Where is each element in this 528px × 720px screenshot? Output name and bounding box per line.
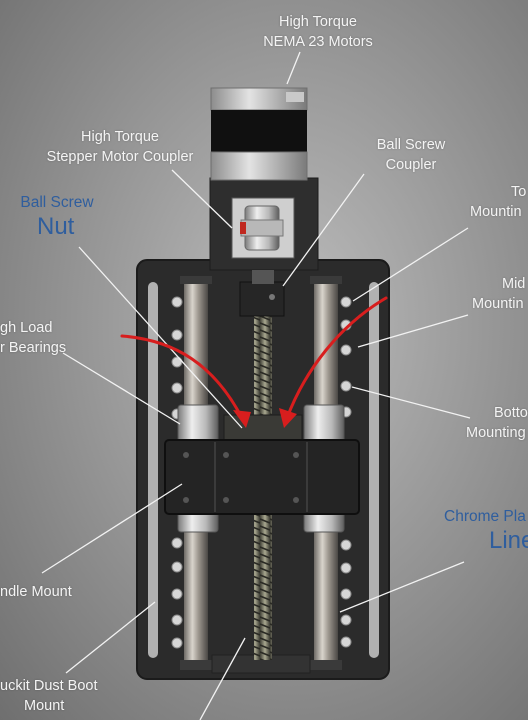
label-motors-line2: NEMA 23 Motors xyxy=(263,34,373,50)
label-ball-screw-coupler-line2: Coupler xyxy=(385,157,437,173)
label-dust-boot-line1: uckit Dust Boot xyxy=(0,678,98,694)
label-mid-mounting-line1: Mid xyxy=(502,276,526,292)
label-ball-screw-coupler: Ball Screw Coupler xyxy=(366,135,456,175)
label-dust-boot: uckit Dust Boot Mount xyxy=(0,676,110,716)
stepper-motor xyxy=(210,87,308,181)
label-bottom-mounting-line2: Mounting xyxy=(466,425,526,441)
label-motor-coupler-line2: Stepper Motor Coupler xyxy=(46,149,194,165)
label-spindle-mount-line1: ndle Mount xyxy=(0,584,72,600)
label-motors: High Torque NEMA 23 Motors xyxy=(248,12,388,52)
leader-lines xyxy=(41,51,471,720)
label-ball-screw-coupler-line1: Ball Screw xyxy=(376,137,446,153)
label-chrome-plated-line2: Line xyxy=(489,527,528,554)
label-bearings-line2: r Bearings xyxy=(0,340,67,356)
label-top-mounting: To Mountin xyxy=(470,182,528,222)
label-ball-screw-nut-line1: Ball Screw xyxy=(20,194,94,211)
label-bottom-mounting: Botto Mounting xyxy=(466,403,528,443)
mounting-holes xyxy=(171,296,352,649)
red-arrows xyxy=(120,296,388,422)
label-motor-coupler-line1: High Torque xyxy=(81,129,159,145)
label-mid-mounting: Mid Mountin xyxy=(472,274,528,314)
carriage-block xyxy=(164,439,360,515)
motor-coupler xyxy=(240,205,284,251)
label-spindle-mount: ndle Mount xyxy=(0,582,90,602)
label-bearings-line1: gh Load xyxy=(0,320,53,336)
label-chrome-plated: Chrome Pla Line xyxy=(444,507,528,555)
label-top-mounting-line2: Mountin xyxy=(470,204,522,220)
label-dust-boot-line2: Mount xyxy=(24,698,65,714)
label-ball-screw-nut: Ball Screw Nut xyxy=(12,193,102,241)
ball-screw-coupler xyxy=(239,270,285,317)
label-motor-coupler: High Torque Stepper Motor Coupler xyxy=(20,127,220,167)
label-top-mounting-line1: To xyxy=(511,184,527,200)
label-chrome-plated-line1: Chrome Pla xyxy=(444,508,526,525)
label-ball-screw-nut-line2: Nut xyxy=(37,213,75,240)
label-mid-mounting-line2: Mountin xyxy=(472,296,524,312)
red-arrowheads xyxy=(233,408,297,428)
label-motors-line1: High Torque xyxy=(279,14,357,30)
label-bearings: gh Load r Bearings xyxy=(0,318,80,358)
label-bottom-mounting-line1: Botto xyxy=(494,405,528,421)
